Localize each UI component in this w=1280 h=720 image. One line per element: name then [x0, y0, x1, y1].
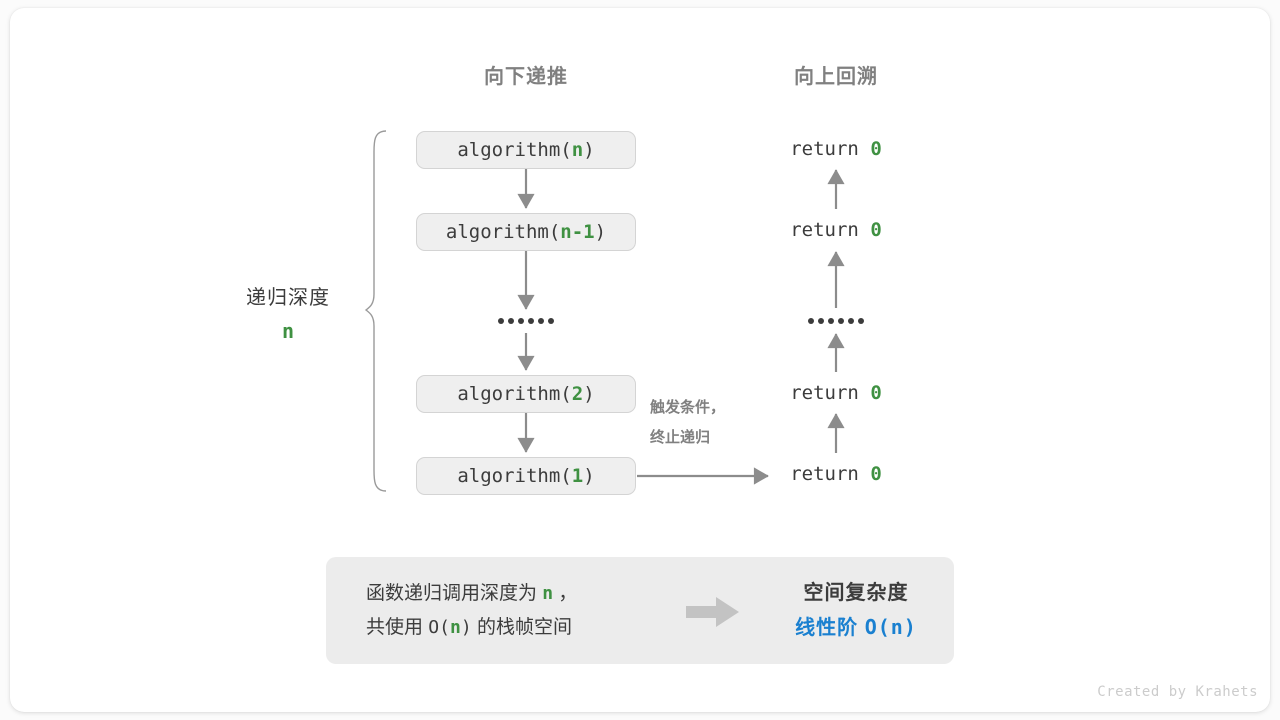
call-box-n-minus-1[interactable]: algorithm(n-1) [416, 213, 636, 251]
return-value: 0 [870, 219, 882, 241]
call-box-arg: n [571, 139, 584, 161]
ellipsis-icon-down [498, 318, 554, 324]
call-box-suffix: ) [583, 139, 595, 161]
call-box-suffix: ) [583, 465, 595, 487]
summary-line-2-o: O( [428, 617, 450, 638]
summary-line-2-n: n [449, 617, 461, 638]
call-box-arg: 1 [571, 465, 584, 487]
return-label-1: return 0 [790, 138, 882, 160]
summary-line-2-text: 共使用 [366, 617, 424, 638]
complexity-title: 空间复杂度 [803, 582, 909, 604]
return-label-3: return 0 [790, 382, 882, 404]
call-box-2[interactable]: algorithm(2) [416, 375, 636, 413]
summary-line-2-tail: 的栈帧空间 [476, 617, 572, 638]
summary-line-1-text: 函数递归调用深度为 [366, 583, 538, 604]
call-box-prefix: algorithm( [445, 221, 561, 243]
base-case-note-line2: 终止递归 [650, 429, 711, 446]
call-box-n[interactable]: algorithm(n) [416, 131, 636, 169]
complexity-order-name: 线性阶 [795, 617, 859, 639]
return-keyword: return [790, 219, 859, 241]
credit-text: Created by Krahets [1097, 684, 1258, 700]
return-keyword: return [790, 138, 859, 160]
column-heading-up: 向上回溯 [794, 66, 878, 88]
return-value: 0 [870, 138, 882, 160]
return-keyword: return [790, 382, 859, 404]
complexity-big-o: O(n) [864, 615, 917, 639]
return-value: 0 [870, 382, 882, 404]
summary-line-2: 共使用 O(n) 的栈帧空间 [366, 611, 577, 645]
call-box-prefix: algorithm( [457, 139, 572, 161]
complexity-value: 线性阶 O(n) [766, 609, 946, 646]
summary-panel: 函数递归调用深度为 n ， 共使用 O(n) 的栈帧空间 空间复杂度 线性阶 O… [326, 557, 954, 664]
base-case-note: 触发条件， 终止递归 [650, 393, 725, 453]
summary-line-1: 函数递归调用深度为 n ， [366, 577, 577, 611]
call-box-suffix: ) [583, 383, 595, 405]
ellipsis-icon-up [808, 318, 864, 324]
return-keyword: return [790, 463, 859, 485]
summary-line-1-comma: ， [558, 583, 578, 604]
return-label-2: return 0 [790, 219, 882, 241]
call-box-suffix: ) [594, 221, 607, 243]
call-box-arg: 2 [571, 383, 584, 405]
summary-line-1-n: n [542, 583, 554, 604]
call-box-1[interactable]: algorithm(1) [416, 457, 636, 495]
call-box-arg: n-1 [560, 221, 595, 243]
return-value: 0 [870, 463, 882, 485]
column-heading-down: 向下递推 [484, 66, 568, 88]
recursion-depth-value: n [281, 319, 295, 343]
call-box-prefix: algorithm( [457, 465, 572, 487]
recursion-depth-label: 递归深度 [246, 287, 330, 309]
base-case-note-line1: 触发条件， [650, 399, 726, 416]
implies-arrow-icon [686, 597, 739, 627]
call-box-prefix: algorithm( [457, 383, 572, 405]
summary-conclusion: 空间复杂度 线性阶 O(n) [766, 577, 946, 646]
return-label-4: return 0 [790, 463, 882, 485]
summary-line-2-paren: ) [460, 617, 472, 638]
recursion-depth-annotation: 递归深度 n [246, 281, 330, 343]
summary-explanation: 函数递归调用深度为 n ， 共使用 O(n) 的栈帧空间 [366, 577, 577, 645]
